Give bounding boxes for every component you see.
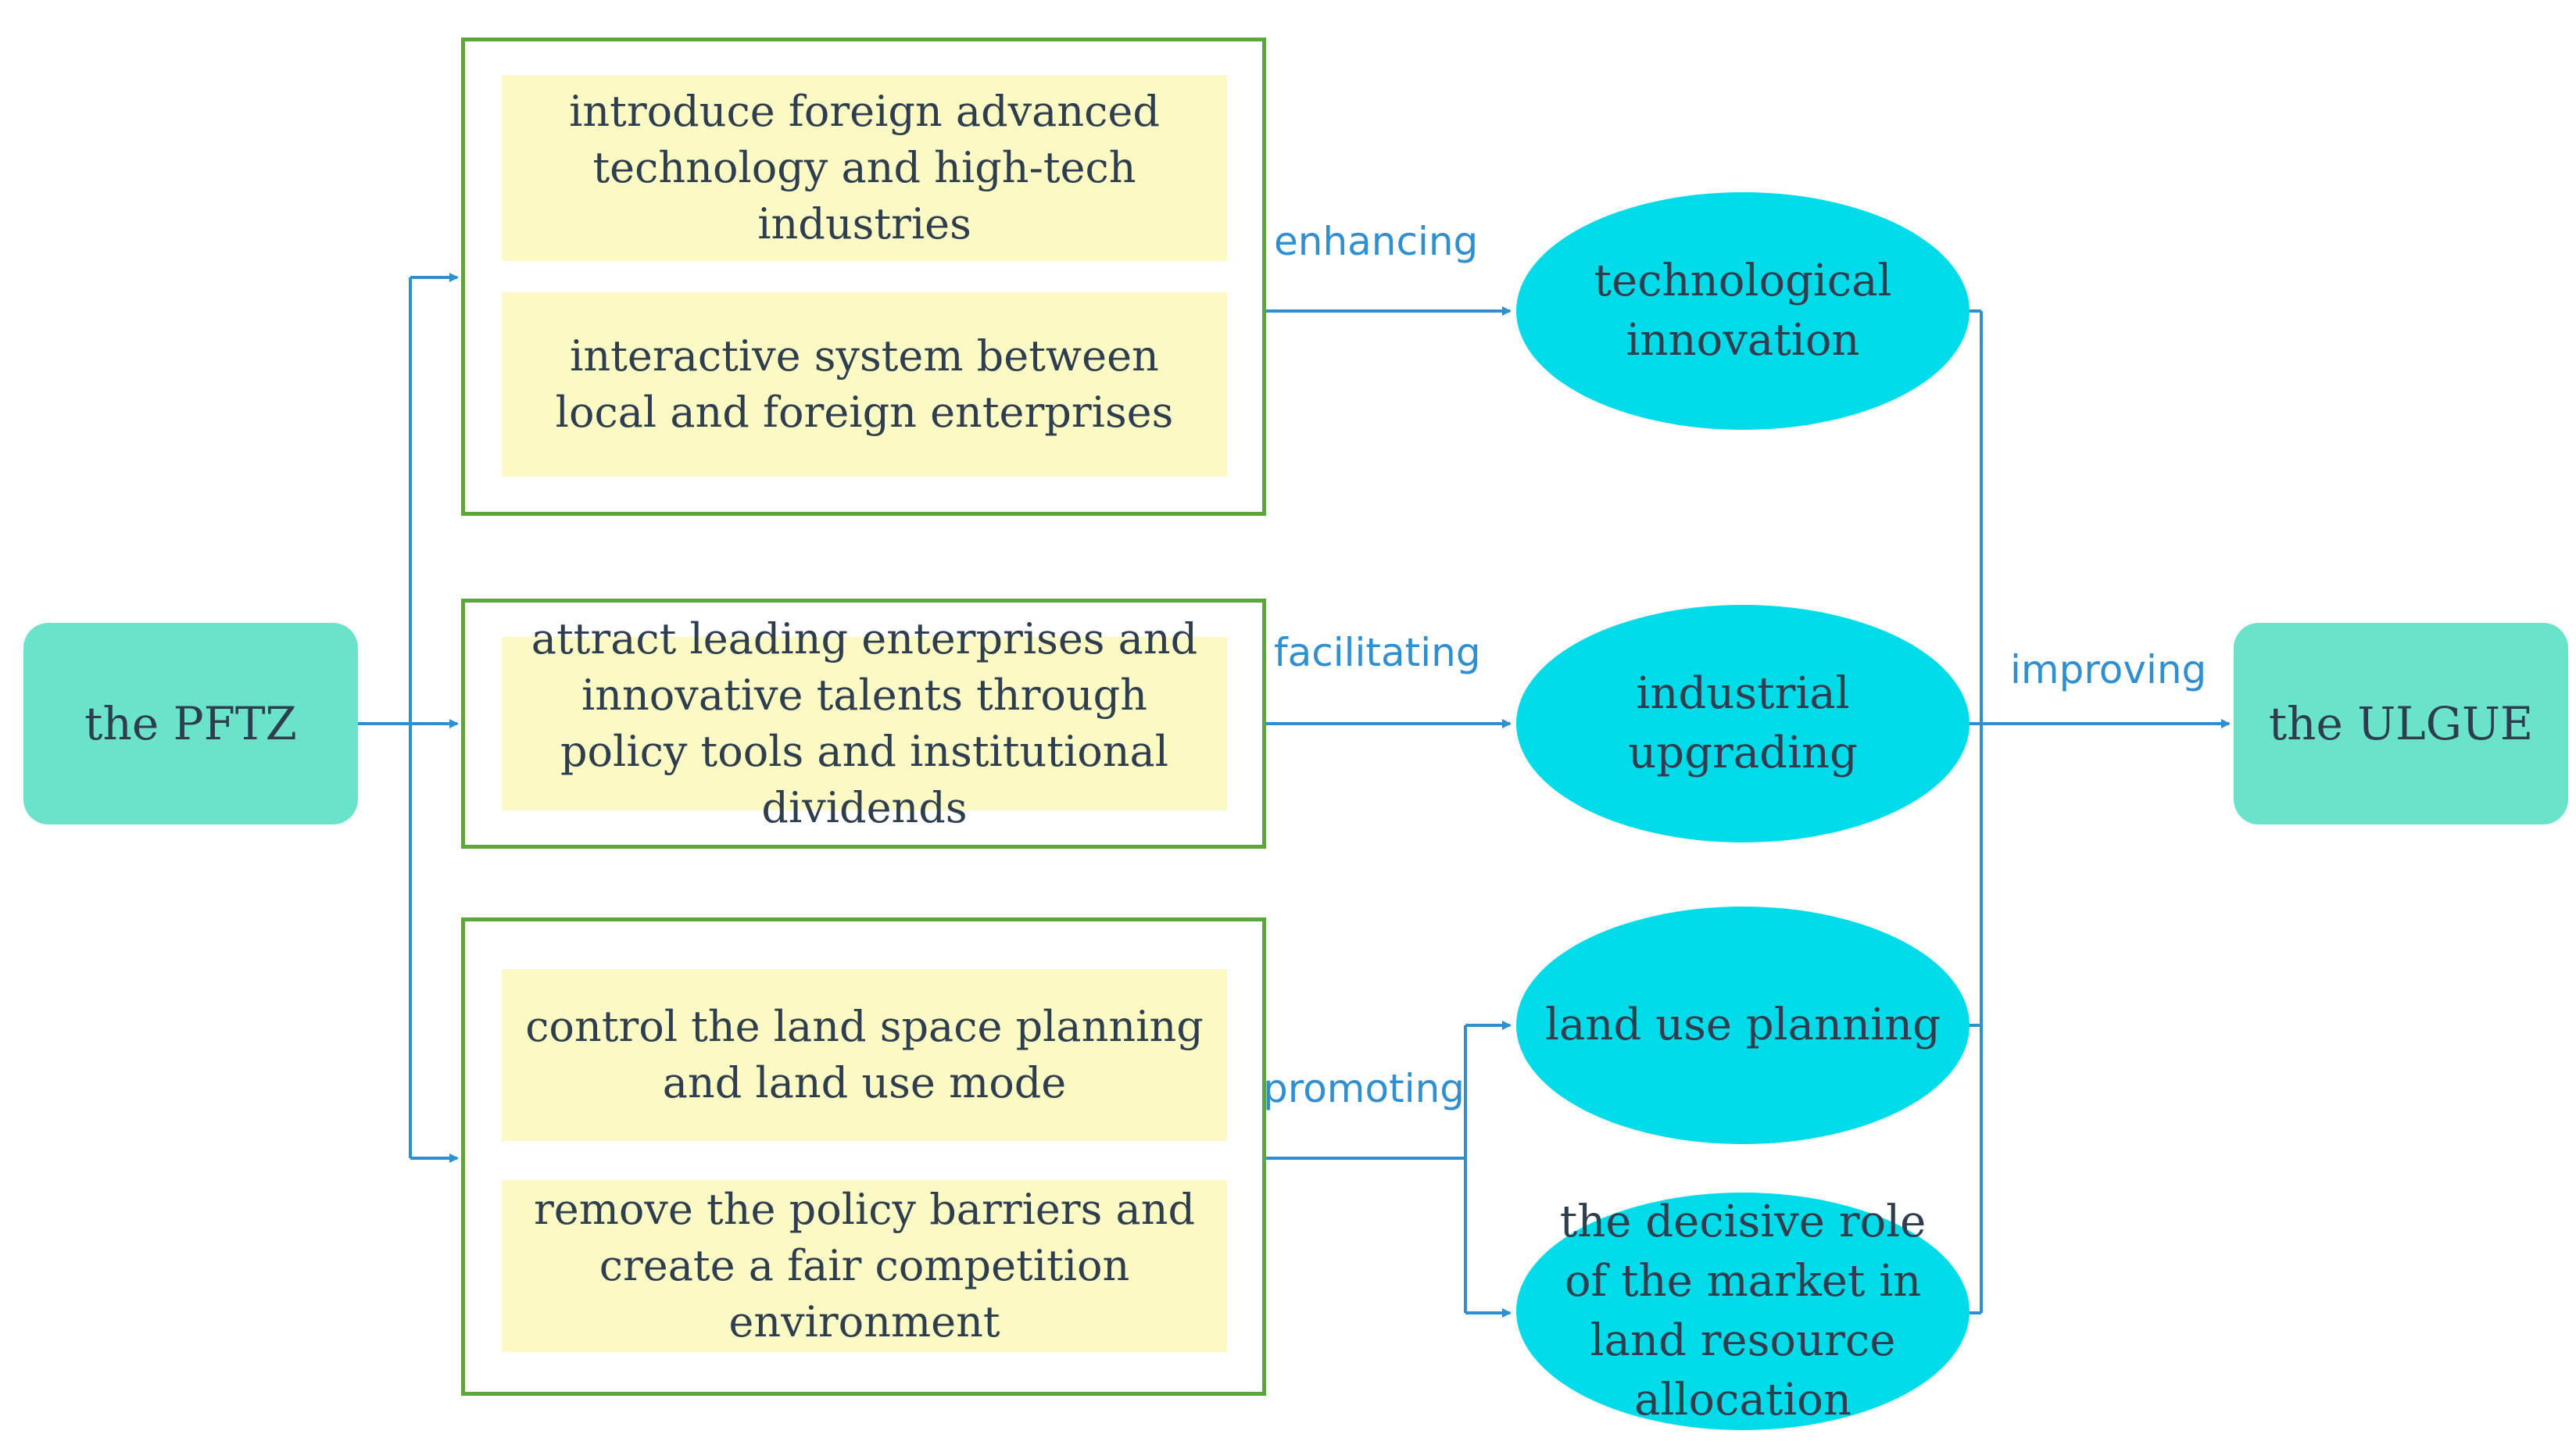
source-node: the PFTZ [23,623,358,824]
item-policy-barriers: remove the policy barriers and create a … [502,1180,1227,1352]
source-label: the PFTZ [84,697,297,750]
item-leading-enterprises: attract leading enterprises and innovati… [502,614,1227,832]
item-foreign-technology: introduce foreign advanced technology an… [502,75,1227,261]
edge-label-enhancing: enhancing [1274,219,1479,264]
target-label: the ULGUE [2268,697,2534,750]
outcome-market-role: the decisive role of the market in land … [1516,1193,1970,1430]
item-land-space-planning: control the land space planning and land… [502,969,1227,1141]
outcome-industrial-upgrading: industrial upgrading [1516,605,1970,842]
edge-label-facilitating: facilitating [1274,630,1481,675]
edge-label-improving: improving [2010,647,2207,692]
target-node: the ULGUE [2234,623,2568,824]
edge-label-promoting: promoting [1263,1066,1465,1111]
outcome-land-use-planning: land use planning [1516,907,1970,1144]
item-interactive-system: interactive system between local and for… [502,292,1227,477]
outcome-technological-innovation: technological innovation [1516,192,1970,430]
